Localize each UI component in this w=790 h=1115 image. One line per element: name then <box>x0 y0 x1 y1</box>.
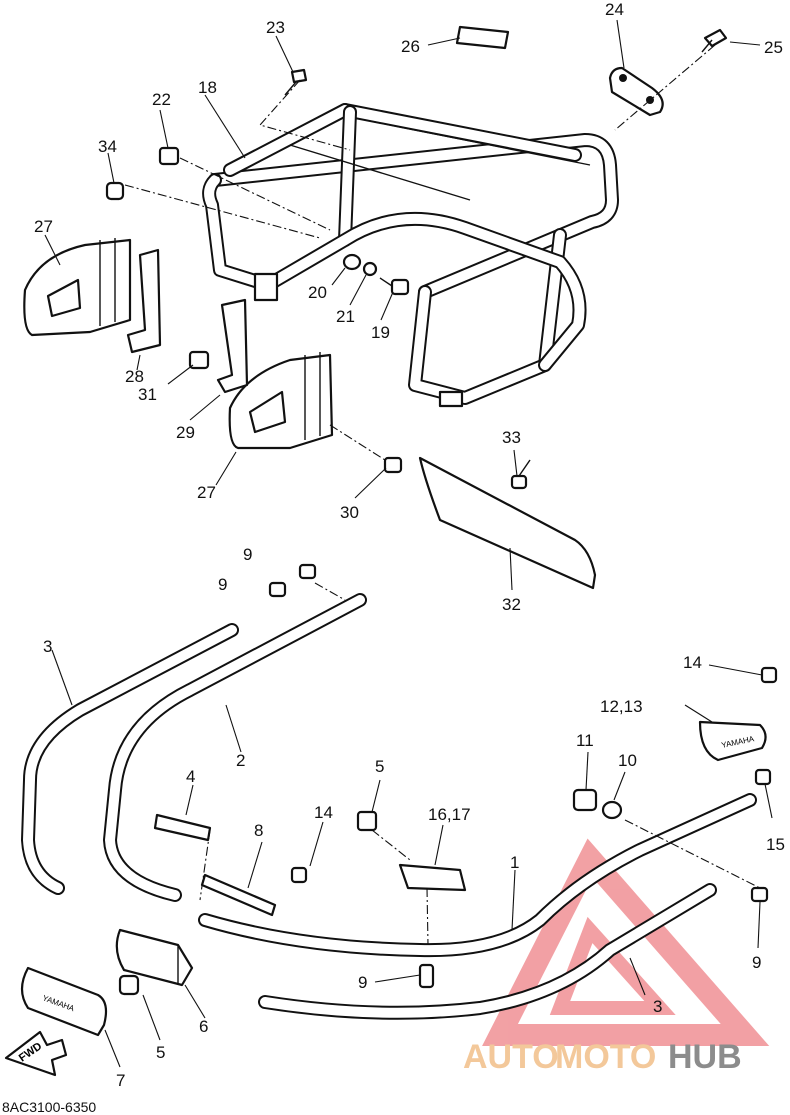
callout-29: 29 <box>176 423 195 442</box>
callout-19: 19 <box>371 323 390 342</box>
bolt <box>284 68 308 96</box>
bolt <box>356 810 378 832</box>
stay <box>216 298 249 394</box>
watermark-moto: MOTO <box>555 1038 656 1076</box>
bolt <box>750 886 769 903</box>
side-reflector-bracket <box>228 352 334 450</box>
bolt <box>298 563 317 580</box>
callout-1213: 12,13 <box>600 697 643 716</box>
callout-3a: 3 <box>43 637 52 656</box>
bolt <box>268 581 287 598</box>
washer <box>601 800 623 820</box>
washer <box>362 261 378 277</box>
callout-26: 26 <box>401 37 420 56</box>
callout-4: 4 <box>186 767 195 786</box>
leader-lines <box>44 19 773 1068</box>
callout-5b: 5 <box>156 1043 165 1062</box>
callout-21: 21 <box>336 307 355 326</box>
callout-20: 20 <box>308 283 327 302</box>
end-cap <box>20 966 108 1037</box>
bracket <box>608 66 664 117</box>
callout-5a: 5 <box>375 757 384 776</box>
bumper-block <box>115 928 194 987</box>
callout-1: 1 <box>510 853 519 872</box>
callout-34: 34 <box>98 137 117 156</box>
bolt <box>418 963 435 989</box>
callout-28: 28 <box>125 367 144 386</box>
rear-basket-frame <box>202 103 619 408</box>
callout-3b: 3 <box>653 997 662 1016</box>
link-bracket <box>200 873 277 917</box>
callout-9a: 9 <box>243 545 252 564</box>
callout-22: 22 <box>152 90 171 109</box>
callout-9d: 9 <box>358 973 367 992</box>
callout-24: 24 <box>605 0 624 19</box>
callout-1617: 16,17 <box>428 805 471 824</box>
bolt <box>383 456 403 474</box>
callout-25: 25 <box>764 38 783 57</box>
bumper-frame <box>103 593 367 902</box>
rivet <box>290 866 308 884</box>
callout-11: 11 <box>576 731 594 750</box>
callout-15: 15 <box>766 835 785 854</box>
front-bumper-bar <box>198 793 757 958</box>
callout-30: 30 <box>340 503 359 522</box>
callout-14b: 14 <box>314 803 333 822</box>
bolt <box>379 277 410 296</box>
callout-7: 7 <box>116 1071 125 1090</box>
label-plate <box>455 25 510 50</box>
stay <box>126 248 162 354</box>
bolt <box>118 974 140 996</box>
mud-flap <box>418 456 597 590</box>
callout-14a: 14 <box>683 653 702 672</box>
callout-10: 10 <box>618 751 637 770</box>
callout-31: 31 <box>138 385 157 404</box>
watermark-auto: AUTO <box>463 1038 559 1076</box>
rivet <box>510 459 531 490</box>
spacer-plate <box>153 813 212 842</box>
collar <box>105 181 125 201</box>
callout-6: 6 <box>199 1017 208 1036</box>
side-reflector-bracket <box>23 238 132 337</box>
callout-33: 33 <box>502 428 521 447</box>
callout-27a: 27 <box>34 217 53 236</box>
nut <box>158 146 180 166</box>
callout-9b: 9 <box>218 575 227 594</box>
assembly-lines <box>124 44 761 946</box>
bumper-strip <box>21 623 239 895</box>
washer <box>342 253 362 271</box>
forward-arrow-icon <box>4 1030 68 1077</box>
bolt <box>701 28 728 53</box>
callout-32: 32 <box>502 595 521 614</box>
callout-8: 8 <box>254 821 263 840</box>
rivet <box>754 768 772 786</box>
nut <box>188 350 210 370</box>
part-code: 8AC3100-6350 <box>2 1099 96 1115</box>
mount-bracket <box>398 863 467 892</box>
watermark: AUTO MOTO HUB <box>463 1038 742 1076</box>
callout-2: 2 <box>236 751 245 770</box>
callout-18: 18 <box>198 78 217 97</box>
callout-23: 23 <box>266 18 285 37</box>
handle-cover <box>698 720 767 762</box>
callout-9c: 9 <box>752 953 761 972</box>
rivet <box>760 666 778 684</box>
watermark-hub: HUB <box>668 1038 742 1076</box>
callout-27b: 27 <box>197 483 216 502</box>
nut <box>572 788 598 812</box>
